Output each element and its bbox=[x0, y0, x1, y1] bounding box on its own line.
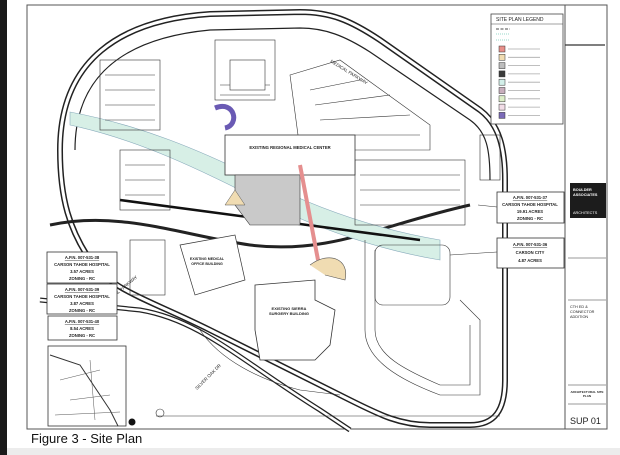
new-drop-off bbox=[309, 257, 347, 281]
legend-swatch bbox=[498, 70, 506, 78]
legend-title: SITE PLAN LEGEND bbox=[496, 17, 544, 23]
purple-drop-off-zone bbox=[214, 103, 237, 131]
svg-text:A.P.N. 007-531-39: A.P.N. 007-531-39 bbox=[65, 287, 100, 292]
parcel-callout-039: A.P.N. 007-531-39 CARSON TAHOE HOSPITAL … bbox=[46, 283, 118, 315]
svg-text:CTH ED &: CTH ED & bbox=[570, 305, 588, 309]
svg-text:ARCHITECTS: ARCHITECTS bbox=[573, 211, 598, 215]
leader-line bbox=[449, 251, 498, 256]
legend-swatch bbox=[498, 112, 506, 119]
svg-text:A.P.N. 007-531-36: A.P.N. 007-531-36 bbox=[513, 242, 548, 247]
sheet-number: SUP 01 bbox=[570, 416, 601, 426]
label-regional-medical-center: EXISTING REGIONAL MEDICAL CENTER bbox=[249, 145, 330, 150]
road-label-medical-parkway-top: MEDICAL PARKWAY bbox=[329, 59, 368, 86]
north-arrow-icon bbox=[155, 408, 500, 418]
parcel-callout-036: A.P.N. 007-531-36 CARSON CITY 4.87 ACRES bbox=[496, 237, 565, 269]
legend-swatch bbox=[498, 103, 506, 111]
svg-text:A.P.N. 007-531-40: A.P.N. 007-531-40 bbox=[65, 319, 100, 324]
svg-text:CARSON CITY: CARSON CITY bbox=[516, 250, 545, 255]
label-office-1: EXISTING MEDICAL bbox=[190, 257, 225, 261]
svg-text:A.P.N. 007-531-37: A.P.N. 007-531-37 bbox=[513, 195, 548, 200]
firm-logo bbox=[570, 183, 606, 218]
sheet-border bbox=[26, 4, 608, 430]
svg-text:ARCHITECTURAL SITE: ARCHITECTURAL SITE bbox=[570, 390, 603, 394]
svg-text:CARSON TAHOE HOSPITAL: CARSON TAHOE HOSPITAL bbox=[54, 294, 110, 299]
legend-swatch bbox=[498, 95, 506, 103]
svg-text:BOULDER: BOULDER bbox=[573, 188, 592, 192]
regional-medical-center-building bbox=[224, 134, 356, 176]
legend-swatch bbox=[498, 45, 506, 53]
parcel-callout-040: A.P.N. 007-531-40 8.54 ACRES ZONING - RC bbox=[47, 315, 118, 341]
site-plan-legend: SITE PLAN LEGEND bbox=[490, 13, 564, 125]
title-block: BOULDER ASSOCIATES ARCHITECTS CTH ED & C… bbox=[565, 44, 606, 426]
figure-caption: Figure 3 - Site Plan bbox=[31, 431, 143, 446]
buildings bbox=[179, 59, 356, 361]
svg-text:ZONING - RC: ZONING - RC bbox=[69, 333, 95, 338]
svg-text:CONNECTOR: CONNECTOR bbox=[570, 310, 595, 314]
legend-swatch bbox=[498, 87, 506, 94]
svg-text:ZONING - RC: ZONING - RC bbox=[517, 216, 543, 221]
parking-lots bbox=[99, 39, 501, 396]
svg-text:3.87 ACRES: 3.87 ACRES bbox=[70, 301, 94, 306]
north-dot-icon bbox=[128, 418, 136, 426]
svg-text:8.54 ACRES: 8.54 ACRES bbox=[70, 326, 94, 331]
svg-text:A.P.N. 007-531-38: A.P.N. 007-531-38 bbox=[65, 255, 100, 260]
road-label-silver-oak: SILVER OAK DR bbox=[194, 362, 222, 390]
existing-tower bbox=[234, 174, 301, 226]
svg-text:ZONING - RC: ZONING - RC bbox=[69, 308, 95, 313]
existing-clinic-building bbox=[229, 59, 266, 91]
leader-line bbox=[477, 204, 498, 208]
svg-text:PLAN: PLAN bbox=[583, 394, 591, 398]
legend-swatch bbox=[498, 62, 506, 69]
legend-swatch bbox=[498, 78, 506, 86]
parcel-callout-037: A.P.N. 007-531-37 CARSON TAHOE HOSPITAL … bbox=[496, 191, 565, 224]
legend-swatch bbox=[498, 54, 506, 61]
svg-text:CARSON TAHOE HOSPITAL: CARSON TAHOE HOSPITAL bbox=[54, 262, 110, 267]
svg-text:ZONING - RC: ZONING - RC bbox=[69, 276, 95, 281]
plaza-area bbox=[224, 189, 246, 206]
svg-text:ASSOCIATES: ASSOCIATES bbox=[573, 193, 598, 197]
svg-text:4.87 ACRES: 4.87 ACRES bbox=[518, 258, 542, 263]
svg-text:3.57 ACRES: 3.57 ACRES bbox=[70, 269, 94, 274]
label-surgery-1: EXISTING SIERRA bbox=[272, 306, 307, 311]
parcel-callout-038: A.P.N. 007-531-38 CARSON TAHOE HOSPITAL … bbox=[46, 251, 118, 284]
sierra-surgery-building bbox=[254, 279, 336, 361]
svg-text:19.91 ACRES: 19.91 ACRES bbox=[517, 209, 543, 214]
new-connector bbox=[298, 164, 320, 261]
svg-text:CARSON TAHOE HOSPITAL: CARSON TAHOE HOSPITAL bbox=[502, 202, 558, 207]
vicinity-map bbox=[47, 345, 136, 427]
left-dark-border bbox=[0, 0, 7, 455]
svg-text:ADDITION: ADDITION bbox=[570, 315, 588, 319]
label-surgery-2: SURGERY BUILDING bbox=[269, 311, 309, 316]
medical-office-building bbox=[179, 234, 246, 296]
label-office-2: OFFICE BUILDING bbox=[191, 262, 223, 266]
